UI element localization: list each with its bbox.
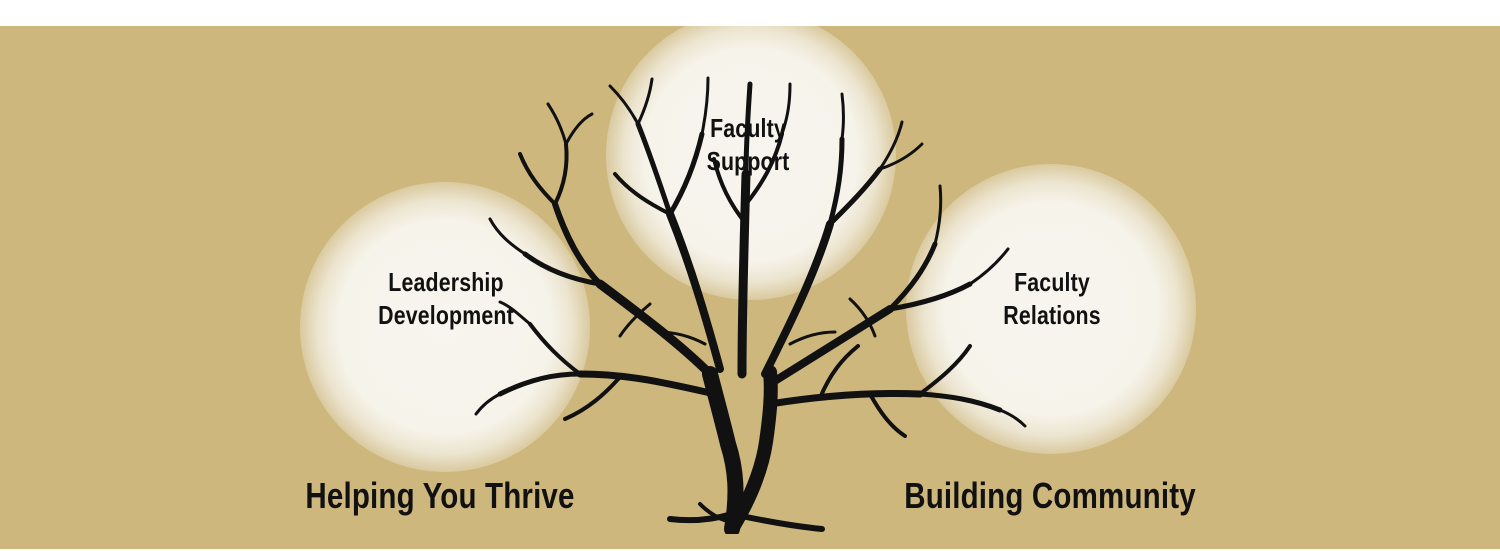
hero-banner: Leadership Development Faculty Support F… (0, 26, 1500, 549)
leadership-line2: Development (378, 300, 514, 330)
relations-line2: Relations (1003, 300, 1101, 330)
leadership-glow-circle (300, 182, 590, 472)
leadership-development-label: Leadership Development (356, 266, 536, 332)
faculty-relations-label: Faculty Relations (962, 266, 1142, 332)
support-line2: Support (706, 146, 790, 176)
relations-glow-circle (906, 164, 1196, 454)
support-line1: Faculty (710, 113, 786, 143)
building-community-tagline: Building Community (904, 475, 1196, 516)
tree-icon (474, 76, 1027, 534)
helping-you-thrive-tagline: Helping You Thrive (305, 475, 575, 516)
relations-line1: Faculty (1014, 267, 1090, 297)
leadership-line1: Leadership (388, 267, 504, 297)
faculty-support-label: Faculty Support (658, 112, 838, 178)
